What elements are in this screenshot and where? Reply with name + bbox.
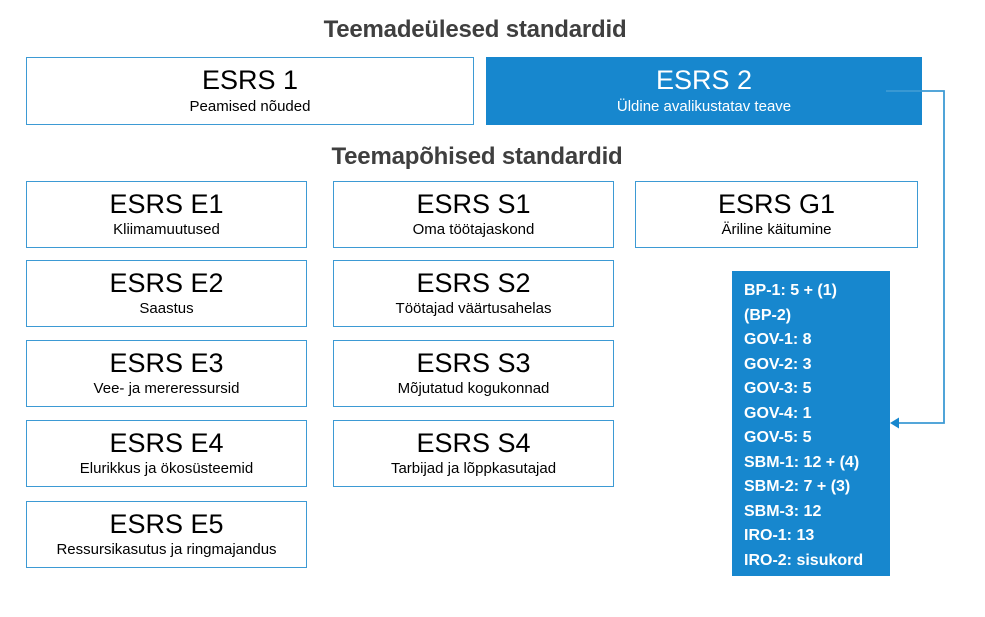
card-esrs-e3-code: ESRS E3 [109,347,224,378]
heading-topical: Teemapõhised standardid [331,143,623,170]
card-esrs-e2-name: Saastus [139,300,194,318]
disclosure-requirement-item: IRO-2: sisukord [744,551,864,569]
card-esrs-s1-code: ESRS S1 [416,188,531,219]
card-esrs-s1[interactable]: ESRS S1 Oma töötajaskond [333,181,614,248]
connector-arrow-esrs2-to-disclosures [886,90,945,429]
card-esrs-s3-code: ESRS S3 [416,347,531,378]
disclosure-requirement-item: BP-1: 5 + (1) [744,282,837,299]
card-esrs-e2[interactable]: ESRS E2 Saastus [26,260,307,327]
disclosure-requirement-item: SBM-3: 12 [744,502,822,520]
card-esrs-s1-name: Oma töötajaskond [412,221,535,239]
heading-cross-cutting: Teemadeülesed standardid [323,16,627,43]
card-esrs-2-name: Üldine avalikustatav teave [616,97,792,115]
disclosure-requirement-item: GOV-4: 1 [744,404,812,422]
card-esrs-s4-code: ESRS S4 [416,427,531,458]
card-esrs-e4-name: Elurikkus ja ökosüsteemid [79,460,254,478]
disclosure-requirement-item: GOV-5: 5 [744,429,812,446]
card-esrs-g1-name: Äriline käitumine [721,221,832,239]
card-esrs-e1-code: ESRS E1 [109,188,224,219]
card-esrs-g1-code: ESRS G1 [717,188,836,219]
card-esrs-e4-code: ESRS E4 [109,427,224,458]
card-esrs-s2-code: ESRS S2 [416,267,531,298]
disclosure-requirements-panel: BP-1: 5 + (1) (BP-2) GOV-1: 8 GOV-2: 3 G… [732,271,890,576]
disclosure-requirement-item: GOV-2: 3 [744,355,812,373]
card-esrs-e3[interactable]: ESRS E3 Vee- ja mereressursid [26,340,307,407]
card-esrs-2[interactable]: ESRS 2 Üldine avalikustatav teave [486,57,922,125]
disclosure-requirement-item: GOV-1: 8 [744,331,812,348]
card-esrs-s4-name: Tarbijad ja lõppkasutajad [390,460,557,478]
card-esrs-e1[interactable]: ESRS E1 Kliimamuutused [26,181,307,248]
card-esrs-e5-code: ESRS E5 [109,508,224,539]
card-esrs-g1[interactable]: ESRS G1 Äriline käitumine [635,181,918,248]
card-esrs-e3-name: Vee- ja mereressursid [93,380,240,398]
card-esrs-1-code: ESRS 1 [201,65,299,96]
card-esrs-e5[interactable]: ESRS E5 Ressursikasutus ja ringmajandus [26,501,307,568]
card-esrs-s3[interactable]: ESRS S3 Mõjutatud kogukonnad [333,340,614,407]
card-esrs-e4[interactable]: ESRS E4 Elurikkus ja ökosüsteemid [26,420,307,487]
card-esrs-e2-code: ESRS E2 [109,267,224,298]
disclosure-requirement-item: IRO-1: 13 [744,527,815,544]
card-esrs-1-name: Peamised nõuded [189,97,311,115]
card-esrs-s3-name: Mõjutatud kogukonnad [397,380,550,398]
card-esrs-e5-name: Ressursikasutus ja ringmajandus [56,541,277,559]
card-esrs-s2[interactable]: ESRS S2 Töötajad väärtusahelas [333,260,614,327]
disclosure-requirement-item: SBM-1: 12 + (4) [744,453,860,471]
card-esrs-e1-name: Kliimamuutused [113,221,220,239]
card-esrs-2-code: ESRS 2 [655,65,753,96]
disclosure-requirement-item: SBM-2: 7 + (3) [744,478,851,495]
card-esrs-s4[interactable]: ESRS S4 Tarbijad ja lõppkasutajad [333,420,614,487]
disclosure-requirement-item: GOV-3: 5 [744,380,812,397]
disclosure-requirement-item: (BP-2) [744,306,792,324]
card-esrs-1[interactable]: ESRS 1 Peamised nõuded [26,57,474,125]
card-esrs-s2-name: Töötajad väärtusahelas [395,300,552,318]
